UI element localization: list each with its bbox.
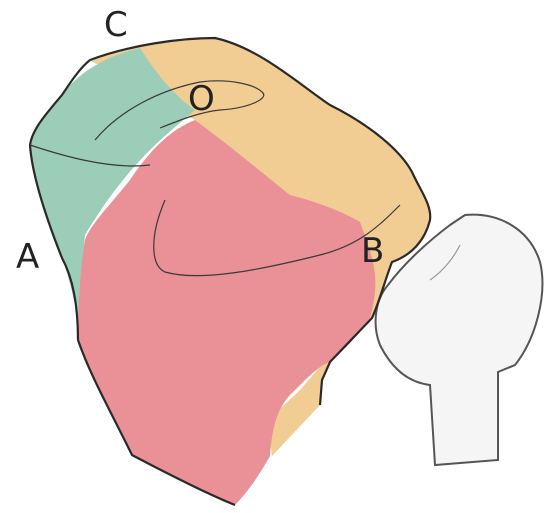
label-c: C xyxy=(104,5,128,45)
label-a: A xyxy=(16,237,39,277)
label-o: O xyxy=(188,79,215,119)
label-b: B xyxy=(361,231,384,271)
